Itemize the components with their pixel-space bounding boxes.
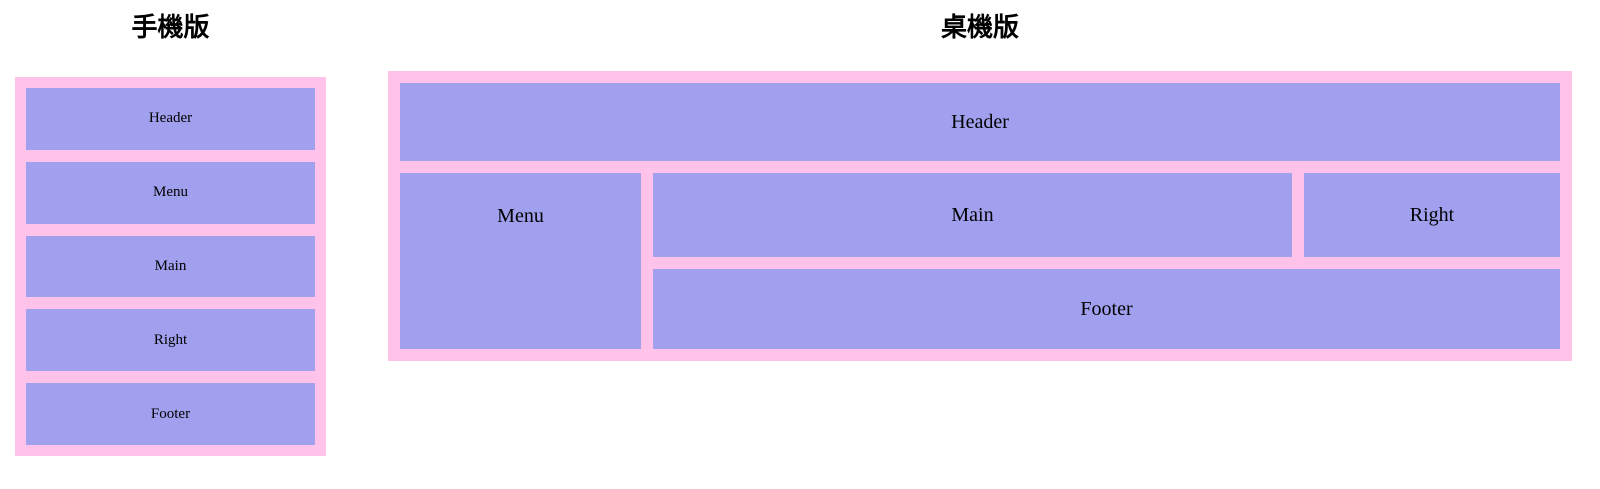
mobile-block-main[interactable]: Main [26, 235, 315, 298]
desktop-body-row: Menu Main Right Footer [400, 173, 1560, 349]
mobile-block-right-label: Right [153, 331, 188, 348]
mobile-block-menu[interactable]: Menu [26, 161, 315, 224]
mobile-block-main-label: Main [154, 257, 187, 274]
desktop-section-title: 桌機版 [940, 12, 1019, 42]
desktop-upper-row: Main Right [653, 173, 1560, 257]
mobile-section-title: 手機版 [131, 12, 210, 42]
desktop-block-header-label: Header [951, 111, 1009, 133]
desktop-block-header[interactable]: Header [400, 83, 1560, 161]
desktop-block-main-label: Main [951, 204, 994, 226]
desktop-layout-container: Header Menu Main Right Footer [388, 71, 1572, 361]
desktop-block-menu-label: Menu [497, 205, 544, 227]
desktop-block-right[interactable]: Right [1304, 173, 1560, 257]
mobile-block-header[interactable]: Header [26, 88, 315, 150]
desktop-block-footer-label: Footer [1080, 298, 1133, 320]
desktop-block-main[interactable]: Main [653, 173, 1292, 257]
mobile-block-right[interactable]: Right [26, 309, 315, 372]
desktop-block-footer[interactable]: Footer [653, 269, 1560, 349]
desktop-content-column: Main Right Footer [653, 173, 1560, 349]
mobile-block-footer[interactable]: Footer [26, 383, 315, 445]
mobile-layout-container: Header Menu Main Right Footer [15, 77, 326, 456]
desktop-block-right-label: Right [1409, 204, 1455, 226]
mobile-block-footer-label: Footer [150, 405, 191, 422]
mobile-block-menu-label: Menu [153, 184, 188, 201]
desktop-block-menu[interactable]: Menu [400, 173, 641, 349]
mobile-block-header-label: Header [148, 110, 193, 127]
